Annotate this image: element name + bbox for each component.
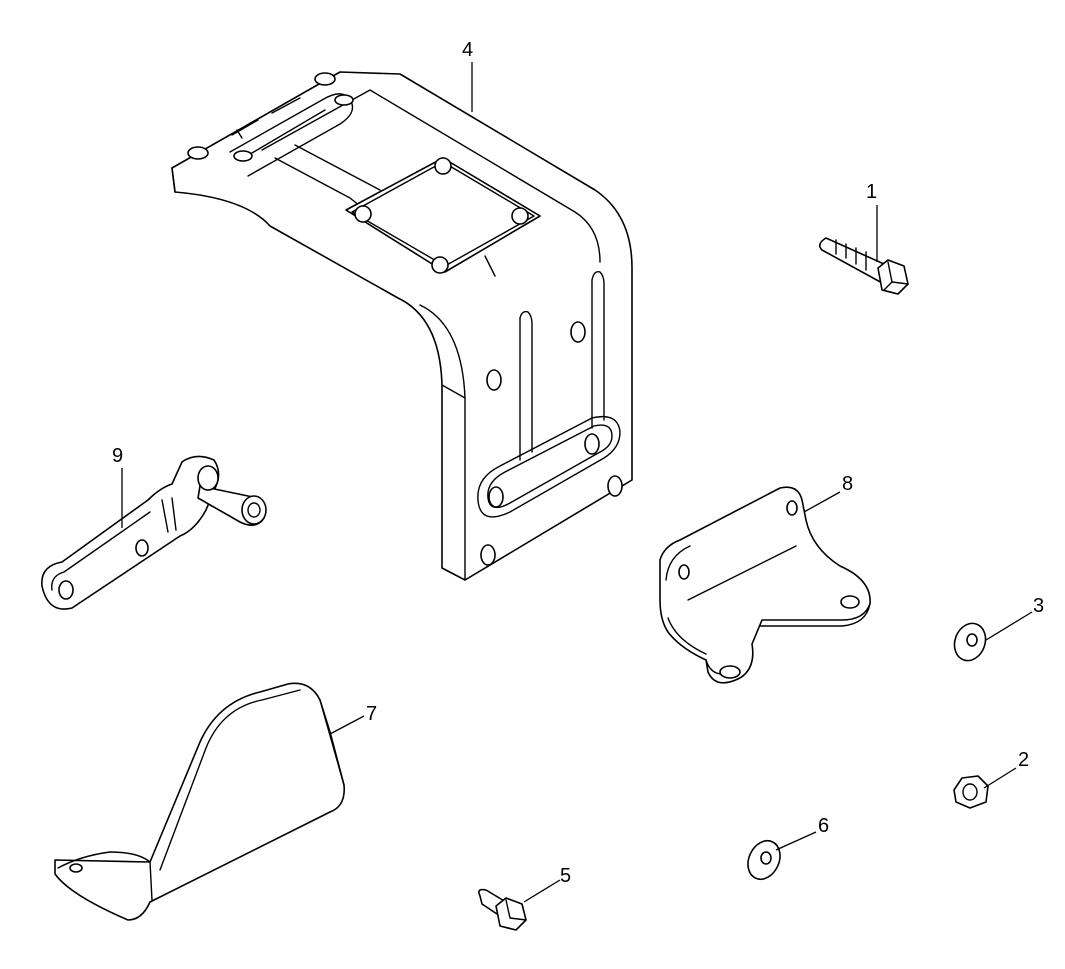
callout-8: 8 <box>842 473 853 495</box>
callout-6: 6 <box>818 815 829 837</box>
callout-5: 5 <box>560 865 571 887</box>
leader-line-3 <box>985 611 1033 641</box>
leader-line-7 <box>329 715 365 735</box>
callout-1: 1 <box>866 181 877 203</box>
part-8-bracket[interactable] <box>659 486 871 684</box>
part-1-bolt[interactable] <box>818 237 909 295</box>
part-5-short-bolt[interactable] <box>478 888 527 931</box>
callout-3: 3 <box>1033 595 1044 617</box>
callout-4: 4 <box>462 39 473 61</box>
part-3-washer[interactable] <box>949 619 990 665</box>
callout-2: 2 <box>1018 749 1029 771</box>
leader-line-8 <box>803 491 841 513</box>
part-7-guard[interactable] <box>54 682 346 921</box>
leader-line-2 <box>983 767 1017 789</box>
leader-line-6 <box>775 831 817 851</box>
callout-7: 7 <box>366 703 377 725</box>
leader-line-5 <box>523 879 561 903</box>
part-4-main-bracket[interactable] <box>171 71 633 581</box>
part-9-lever-arm[interactable] <box>41 455 267 610</box>
part-2-nut[interactable] <box>953 775 989 809</box>
callout-9: 9 <box>112 445 123 467</box>
part-6-washer[interactable] <box>742 836 786 885</box>
